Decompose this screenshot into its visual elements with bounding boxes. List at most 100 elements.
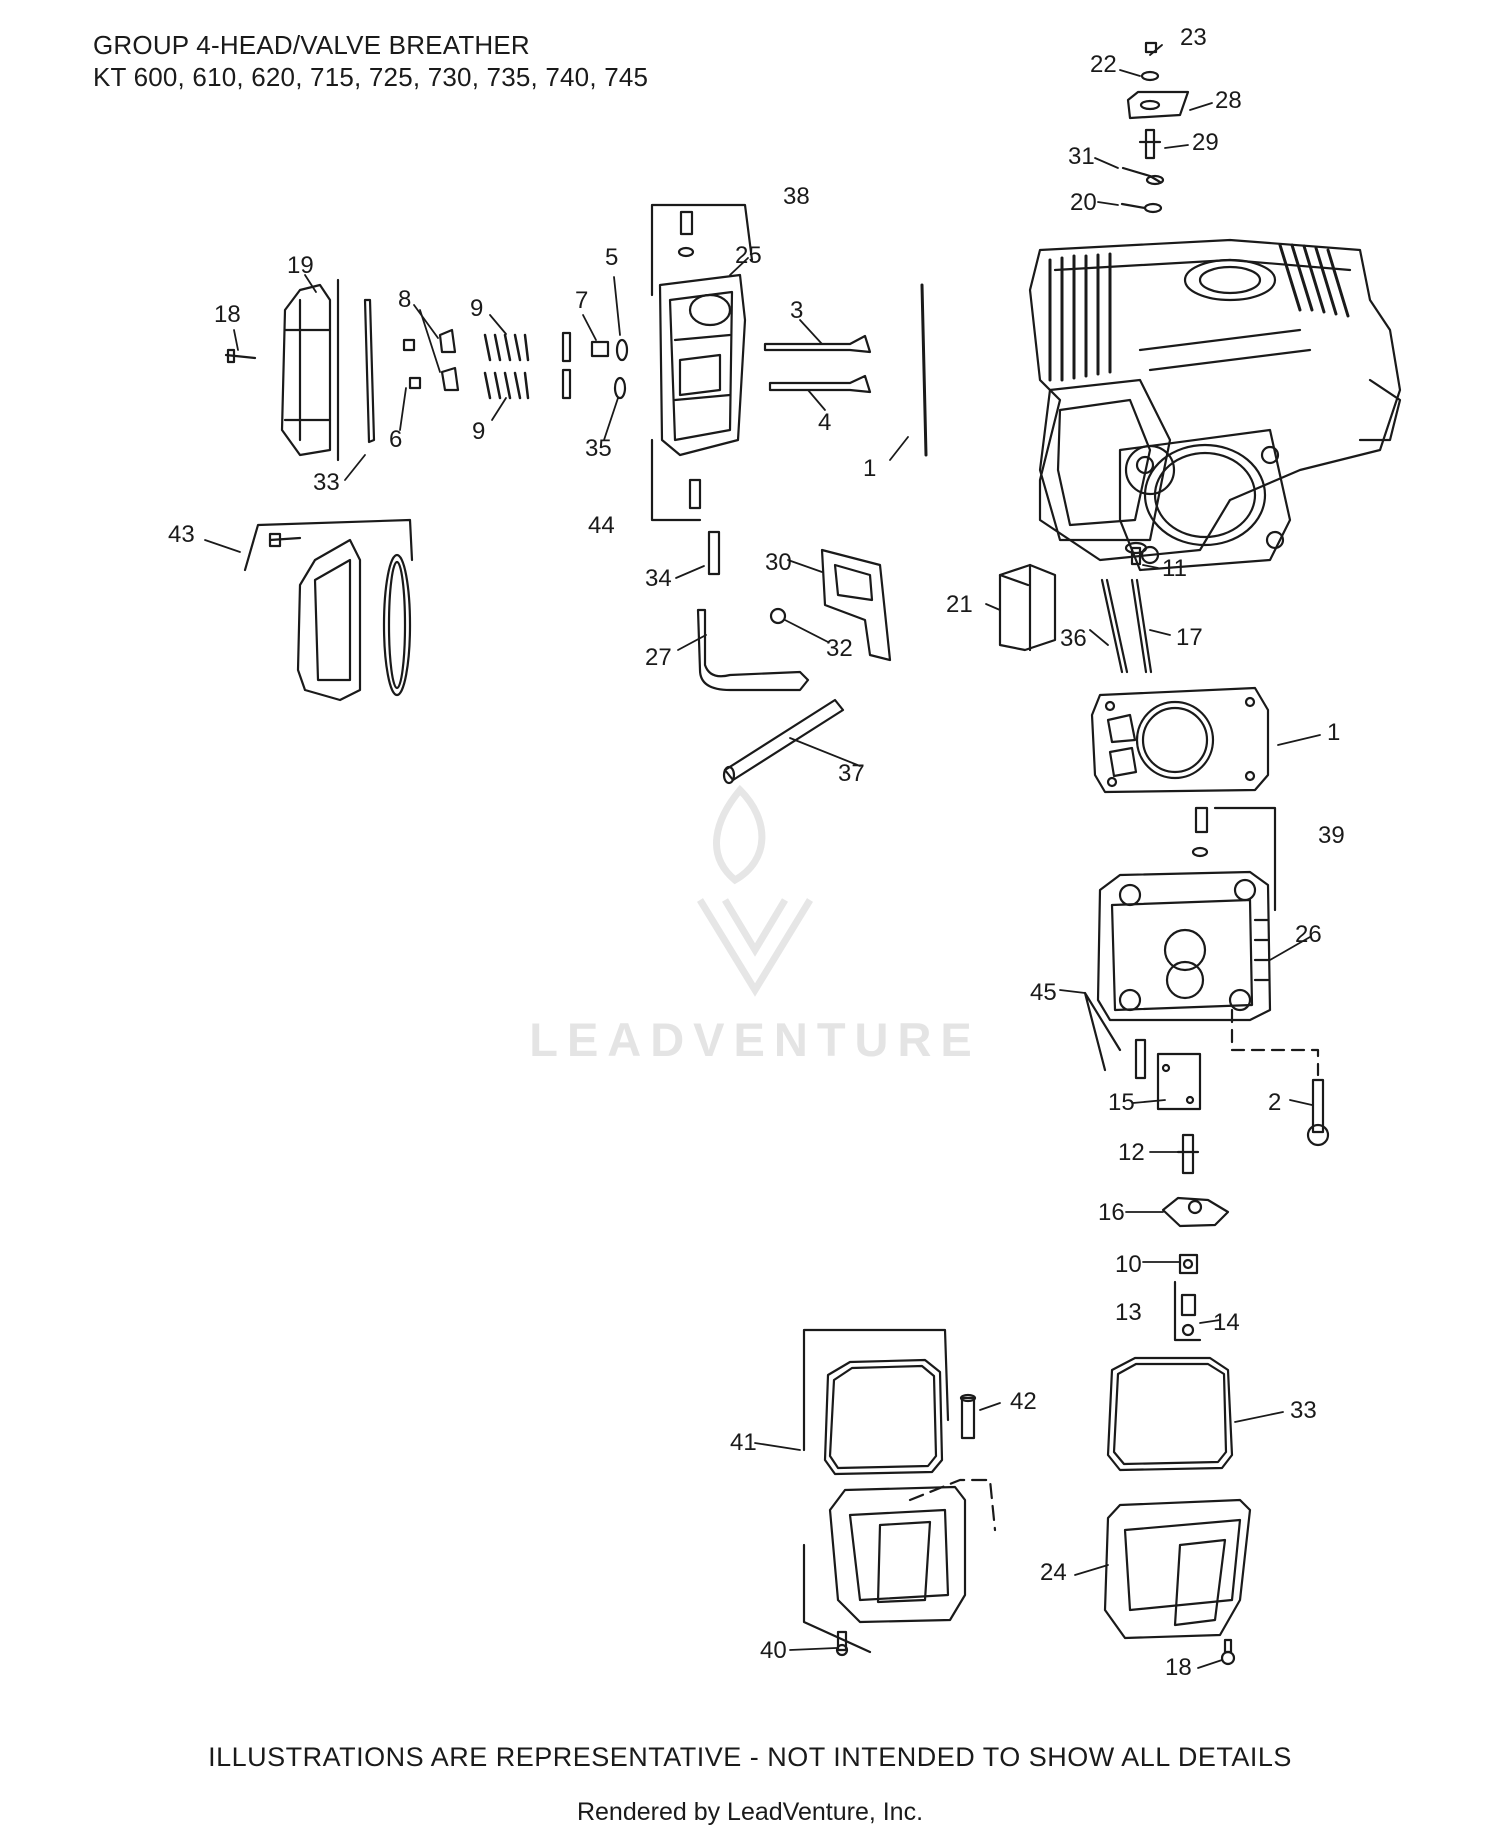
callout-26: 26 bbox=[1295, 921, 1322, 948]
part-28-bracket bbox=[1126, 90, 1190, 120]
callout-44: 44 bbox=[588, 512, 615, 539]
part-29-stud bbox=[1138, 128, 1162, 160]
callout-3: 3 bbox=[790, 297, 803, 324]
callout-36: 36 bbox=[1060, 625, 1087, 652]
part-32-nut bbox=[769, 607, 787, 625]
part-35-rotator bbox=[613, 376, 627, 400]
callout-45: 45 bbox=[1030, 979, 1057, 1006]
bracket-39 bbox=[1213, 806, 1277, 912]
callout-19: 19 bbox=[287, 252, 314, 279]
watermark-text: LEADVENTURE bbox=[529, 1013, 981, 1066]
part-24-valve-cover bbox=[1103, 1498, 1252, 1640]
disclaimer-text: ILLUSTRATIONS ARE REPRESENTATIVE - NOT I… bbox=[208, 1742, 1292, 1772]
part-40-screw bbox=[835, 1630, 849, 1657]
callout-23: 23 bbox=[1180, 24, 1207, 51]
callout-13: 13 bbox=[1115, 1299, 1142, 1326]
part-2-head-bolt bbox=[1306, 1078, 1330, 1147]
part-34-stud bbox=[707, 530, 721, 576]
callout-37: 37 bbox=[838, 760, 865, 787]
callout-labels: 23 22 28 29 31 20 38 25 5 19 18 8 9 7 3 … bbox=[168, 24, 1345, 1681]
callout-18b: 18 bbox=[1165, 1654, 1192, 1681]
part-9-springs bbox=[483, 333, 530, 400]
part-13-adjuster bbox=[1180, 1293, 1197, 1317]
callout-7: 7 bbox=[575, 287, 588, 314]
engine-block bbox=[1028, 238, 1402, 572]
callout-40: 40 bbox=[760, 1637, 787, 1664]
diagram-title: GROUP 4-HEAD/VALVE BREATHER bbox=[93, 30, 530, 60]
callout-33: 33 bbox=[313, 469, 340, 496]
callout-27: 27 bbox=[645, 644, 672, 671]
part-4-exhaust-valve bbox=[768, 374, 872, 394]
part-1-head-gasket-side bbox=[920, 283, 928, 457]
part-16-rocker-arm bbox=[1161, 1196, 1230, 1228]
part-20-clip bbox=[1120, 202, 1163, 214]
part-17-pushrod bbox=[1130, 578, 1153, 674]
callout-24: 24 bbox=[1040, 1559, 1067, 1586]
part-45-plate bbox=[1156, 1052, 1202, 1111]
part-38-head-assembly bbox=[658, 273, 747, 457]
callout-15: 15 bbox=[1108, 1089, 1135, 1116]
bracket-41-bottom bbox=[802, 1543, 872, 1654]
part-31-clip bbox=[1121, 166, 1165, 186]
part-23-nut bbox=[1144, 41, 1158, 54]
part-30-breather-plate bbox=[820, 548, 892, 662]
callout-5: 5 bbox=[605, 244, 618, 271]
part-36-pushrod bbox=[1100, 578, 1129, 674]
part-39-head-bolt bbox=[1191, 806, 1209, 858]
callout-8: 8 bbox=[398, 286, 411, 313]
part-26-cylinder-head bbox=[1096, 870, 1272, 1022]
callout-33b: 33 bbox=[1290, 1397, 1317, 1424]
part-11-lifter bbox=[1124, 541, 1148, 566]
callout-42: 42 bbox=[1010, 1388, 1037, 1415]
part-37-tube bbox=[722, 698, 845, 785]
part-33-cover-gasket bbox=[1106, 1356, 1234, 1472]
bracket-43 bbox=[243, 518, 414, 572]
flame-v-logo-icon bbox=[697, 784, 813, 997]
model-list: KT 600, 610, 620, 715, 725, 730, 735, 74… bbox=[93, 62, 649, 92]
bracket-44 bbox=[650, 438, 702, 522]
part-valve-seals bbox=[561, 331, 572, 400]
callout-21: 21 bbox=[946, 591, 973, 618]
callout-1b: 1 bbox=[1327, 719, 1340, 746]
callout-35: 35 bbox=[585, 435, 612, 462]
part-19-valve-cover bbox=[280, 283, 332, 457]
callout-11: 11 bbox=[1162, 555, 1187, 582]
callout-10: 10 bbox=[1115, 1251, 1142, 1278]
part-42-fitting bbox=[959, 1393, 977, 1440]
callout-12: 12 bbox=[1118, 1139, 1145, 1166]
callout-1: 1 bbox=[863, 455, 876, 482]
rendered-by-text: Rendered by LeadVenture, Inc. bbox=[576, 1798, 924, 1826]
part-3-intake-valve bbox=[763, 334, 872, 354]
callout-29: 29 bbox=[1192, 129, 1219, 156]
part-10-nut bbox=[1178, 1253, 1199, 1275]
dashed-leader-42 bbox=[908, 1478, 997, 1532]
callout-20: 20 bbox=[1070, 189, 1097, 216]
callout-34: 34 bbox=[645, 565, 672, 592]
part-1-head-gasket bbox=[1090, 686, 1270, 794]
callout-17: 17 bbox=[1176, 624, 1203, 651]
part-21-block bbox=[998, 563, 1057, 652]
callout-9: 9 bbox=[470, 295, 483, 322]
dashed-leader-2 bbox=[1230, 1008, 1320, 1077]
part-33-gasket bbox=[363, 298, 376, 444]
callout-6: 6 bbox=[389, 426, 402, 453]
callout-38: 38 bbox=[783, 183, 810, 210]
leader-lines bbox=[204, 44, 1321, 1669]
part-12-stud bbox=[1176, 1133, 1200, 1175]
part-38-screw bbox=[677, 210, 695, 258]
callout-14: 14 bbox=[1213, 1309, 1240, 1336]
bracket-38 bbox=[650, 203, 754, 297]
part-43-breather-cover bbox=[268, 532, 412, 702]
part-41-valve-cover bbox=[828, 1485, 967, 1624]
part-18-cover-screw bbox=[1220, 1638, 1236, 1666]
callout-43: 43 bbox=[168, 521, 195, 548]
callout-39: 39 bbox=[1318, 822, 1345, 849]
part-27-hose bbox=[696, 608, 810, 692]
callout-22: 22 bbox=[1090, 51, 1117, 78]
part-5-rotator bbox=[615, 338, 629, 362]
callout-25: 25 bbox=[735, 242, 762, 269]
part-18-screw bbox=[224, 348, 257, 364]
bracket-45 bbox=[1083, 991, 1122, 1072]
part-15-pin bbox=[1134, 1038, 1147, 1080]
